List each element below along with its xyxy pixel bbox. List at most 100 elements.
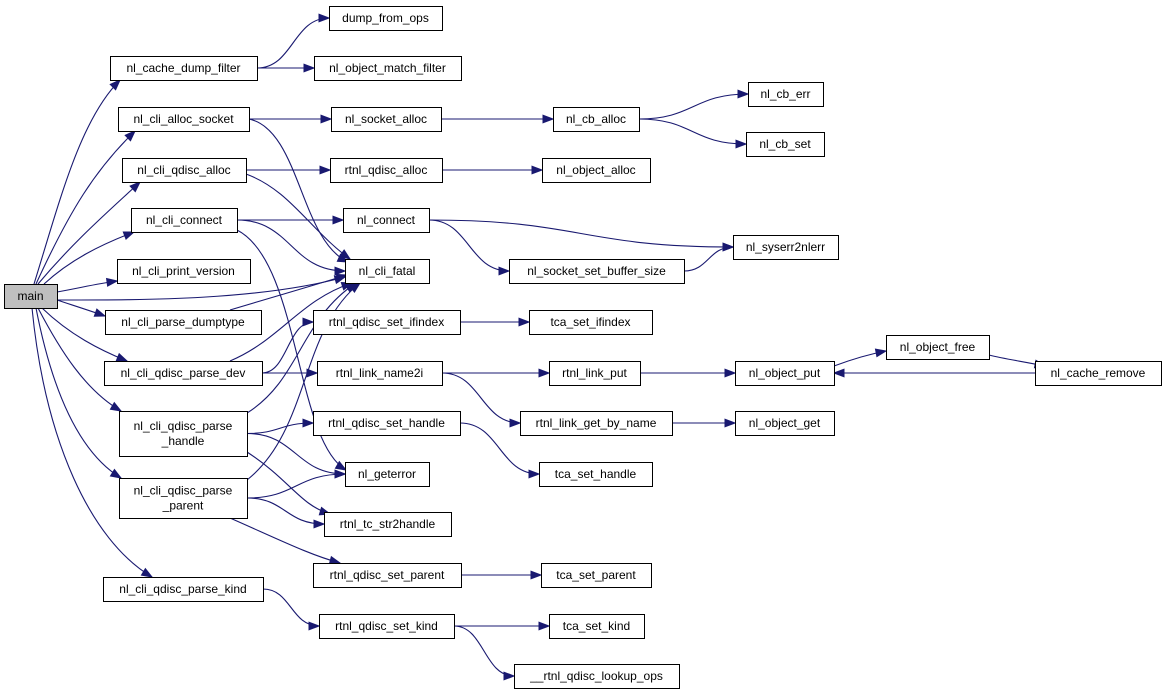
edges-layer xyxy=(31,13,1047,681)
node-nl_cli_print_version[interactable]: nl_cli_print_version xyxy=(117,259,251,284)
arrowhead-nl_cli_qdisc_parse_parent-to-nl_cli_fatal xyxy=(348,282,362,294)
node-main[interactable]: main xyxy=(4,284,58,309)
arrowhead-nl_cb_alloc-to-nl_cb_set xyxy=(735,139,748,149)
arrowhead-rtnl_link_put-to-nl_object_put xyxy=(724,368,737,378)
arrowhead-nl_socket_set_buffer_size-to-nl_syserr2nlerr xyxy=(722,242,735,252)
arrowhead-nl_cli_connect-to-nl_connect xyxy=(332,215,345,225)
node-label: nl_object_free xyxy=(900,340,976,354)
node-nl_cli_qdisc_parse_handle[interactable]: nl_cli_qdisc_parse_handle xyxy=(119,411,248,457)
node-box xyxy=(345,259,430,284)
node-rtnl_link_name2i[interactable]: rtnl_link_name2i xyxy=(317,361,443,386)
arrowhead-main-to-nl_cli_print_version xyxy=(105,277,119,287)
node-label: nl_cli_parse_dumptype xyxy=(121,315,245,329)
node-box xyxy=(329,6,443,31)
edge-nl_cli_qdisc_parse_handle-to-rtnl_tc_str2handle xyxy=(246,451,331,515)
node-__rtnl_qdisc_lookup_ops[interactable]: __rtnl_qdisc_lookup_ops xyxy=(514,664,680,689)
node-rtnl_qdisc_set_ifindex[interactable]: rtnl_qdisc_set_ifindex xyxy=(313,310,461,335)
node-nl_geterror[interactable]: nl_geterror xyxy=(345,462,430,487)
node-box xyxy=(1035,361,1162,386)
arrowhead-nl_cli_connect-to-nl_cli_fatal xyxy=(334,266,347,276)
node-label: __rtnl_qdisc_lookup_ops xyxy=(529,669,663,683)
node-rtnl_tc_str2handle[interactable]: rtnl_tc_str2handle xyxy=(324,512,452,537)
node-tca_set_handle[interactable]: tca_set_handle xyxy=(539,462,653,487)
node-nl_cb_alloc[interactable]: nl_cb_alloc xyxy=(553,107,640,132)
arrowhead-rtnl_qdisc_set_kind-to-tca_set_kind xyxy=(538,621,551,631)
node-tca_set_ifindex[interactable]: tca_set_ifindex xyxy=(529,310,653,335)
node-nl_cache_remove[interactable]: nl_cache_remove xyxy=(1035,361,1162,386)
node-tca_set_parent[interactable]: tca_set_parent xyxy=(541,563,652,588)
node-tca_set_kind[interactable]: tca_set_kind xyxy=(549,614,645,639)
arrowhead-main-to-nl_cli_alloc_socket xyxy=(124,130,137,142)
node-nl_cli_parse_dumptype[interactable]: nl_cli_parse_dumptype xyxy=(105,310,262,335)
node-nl_cb_err[interactable]: nl_cb_err xyxy=(748,82,824,107)
node-box xyxy=(4,284,58,309)
node-nl_object_get[interactable]: nl_object_get xyxy=(735,411,835,436)
arrowhead-rtnl_link_name2i-to-rtnl_link_get_by_name xyxy=(509,418,522,428)
node-nl_cache_dump_filter[interactable]: nl_cache_dump_filter xyxy=(110,56,258,81)
node-label: dump_from_ops xyxy=(342,11,429,25)
arrowhead-nl_cache_dump_filter-to-dump_from_ops xyxy=(318,13,331,23)
node-dump_from_ops[interactable]: dump_from_ops xyxy=(329,6,443,31)
node-box xyxy=(549,614,645,639)
edge-nl_cb_alloc-to-nl_cb_err xyxy=(638,93,749,120)
node-box xyxy=(343,208,430,233)
edge-nl_cli_qdisc_parse_kind-to-rtnl_qdisc_set_kind xyxy=(262,588,320,627)
node-rtnl_qdisc_set_handle[interactable]: rtnl_qdisc_set_handle xyxy=(313,411,461,436)
edge-rtnl_qdisc_set_handle-to-tca_set_handle xyxy=(459,422,540,475)
node-box xyxy=(331,107,442,132)
node-label: rtnl_qdisc_alloc xyxy=(345,163,428,177)
node-label: tca_set_parent xyxy=(556,568,636,582)
node-box xyxy=(105,310,262,335)
edge-nl_cli_qdisc_parse_handle-to-nl_cli_fatal xyxy=(246,282,357,414)
node-label: _parent xyxy=(162,499,204,513)
node-nl_cli_fatal[interactable]: nl_cli_fatal xyxy=(345,259,430,284)
node-nl_cli_qdisc_parse_dev[interactable]: nl_cli_qdisc_parse_dev xyxy=(104,361,263,386)
node-label: rtnl_qdisc_set_parent xyxy=(330,568,445,582)
edge-nl_cache_dump_filter-to-dump_from_ops xyxy=(256,17,330,69)
node-nl_syserr2nlerr[interactable]: nl_syserr2nlerr xyxy=(733,235,839,260)
node-nl_cli_qdisc_parse_kind[interactable]: nl_cli_qdisc_parse_kind xyxy=(103,577,264,602)
node-nl_object_match_filter[interactable]: nl_object_match_filter xyxy=(314,56,462,81)
edge-nl_cb_alloc-to-nl_cb_set xyxy=(638,118,747,145)
edge-nl_connect-to-nl_socket_set_buffer_size xyxy=(428,219,510,272)
arrowhead-nl_cli_qdisc_parse_dev-to-rtnl_qdisc_set_ifindex xyxy=(302,317,315,327)
node-rtnl_qdisc_alloc[interactable]: rtnl_qdisc_alloc xyxy=(330,158,443,183)
node-box xyxy=(330,158,443,183)
arrowhead-main-to-nl_cache_dump_filter xyxy=(109,79,121,91)
node-rtnl_link_get_by_name[interactable]: rtnl_link_get_by_name xyxy=(520,411,673,436)
node-label: nl_cli_qdisc_parse xyxy=(134,484,233,498)
node-nl_object_free[interactable]: nl_object_free xyxy=(886,335,990,360)
node-label: tca_set_kind xyxy=(563,619,630,633)
edge-nl_cli_qdisc_parse_dev-to-rtnl_qdisc_set_ifindex xyxy=(261,321,314,374)
node-nl_object_put[interactable]: nl_object_put xyxy=(735,361,835,386)
node-nl_cli_connect[interactable]: nl_cli_connect xyxy=(131,208,238,233)
node-label: rtnl_qdisc_set_kind xyxy=(335,619,438,633)
edge-main-to-nl_cli_qdisc_parse_kind xyxy=(31,307,153,578)
node-rtnl_qdisc_set_parent[interactable]: rtnl_qdisc_set_parent xyxy=(313,563,462,588)
node-label: nl_cb_err xyxy=(760,87,810,101)
node-nl_object_alloc[interactable]: nl_object_alloc xyxy=(542,158,651,183)
node-nl_socket_set_buffer_size[interactable]: nl_socket_set_buffer_size xyxy=(509,259,685,284)
node-label: rtnl_link_get_by_name xyxy=(536,416,657,430)
node-nl_socket_alloc[interactable]: nl_socket_alloc xyxy=(331,107,442,132)
edge-main-to-nl_cli_qdisc_parse_parent xyxy=(35,307,122,479)
node-label: nl_cache_dump_filter xyxy=(126,61,240,75)
node-nl_cli_qdisc_alloc[interactable]: nl_cli_qdisc_alloc xyxy=(122,158,247,183)
node-label: nl_object_get xyxy=(749,416,821,430)
arrowhead-nl_cli_qdisc_parse_parent-to-rtnl_qdisc_set_parent xyxy=(328,555,342,565)
node-box xyxy=(314,56,462,81)
node-label: _handle xyxy=(161,434,205,448)
node-nl_connect[interactable]: nl_connect xyxy=(343,208,430,233)
node-nl_cli_alloc_socket[interactable]: nl_cli_alloc_socket xyxy=(118,107,250,132)
node-rtnl_link_put[interactable]: rtnl_link_put xyxy=(549,361,641,386)
node-label: tca_set_ifindex xyxy=(550,315,630,329)
node-rtnl_qdisc_set_kind[interactable]: rtnl_qdisc_set_kind xyxy=(319,614,455,639)
node-nl_cli_qdisc_parse_parent[interactable]: nl_cli_qdisc_parse_parent xyxy=(119,478,248,519)
arrowhead-main-to-nl_cli_qdisc_parse_kind xyxy=(140,567,154,578)
node-label: nl_cli_print_version xyxy=(132,264,235,278)
node-nl_cb_set[interactable]: nl_cb_set xyxy=(746,132,825,157)
node-box xyxy=(319,614,455,639)
node-label: nl_cb_set xyxy=(759,137,811,151)
node-box xyxy=(117,259,251,284)
arrowhead-nl_cli_alloc_socket-to-nl_socket_alloc xyxy=(320,114,333,124)
